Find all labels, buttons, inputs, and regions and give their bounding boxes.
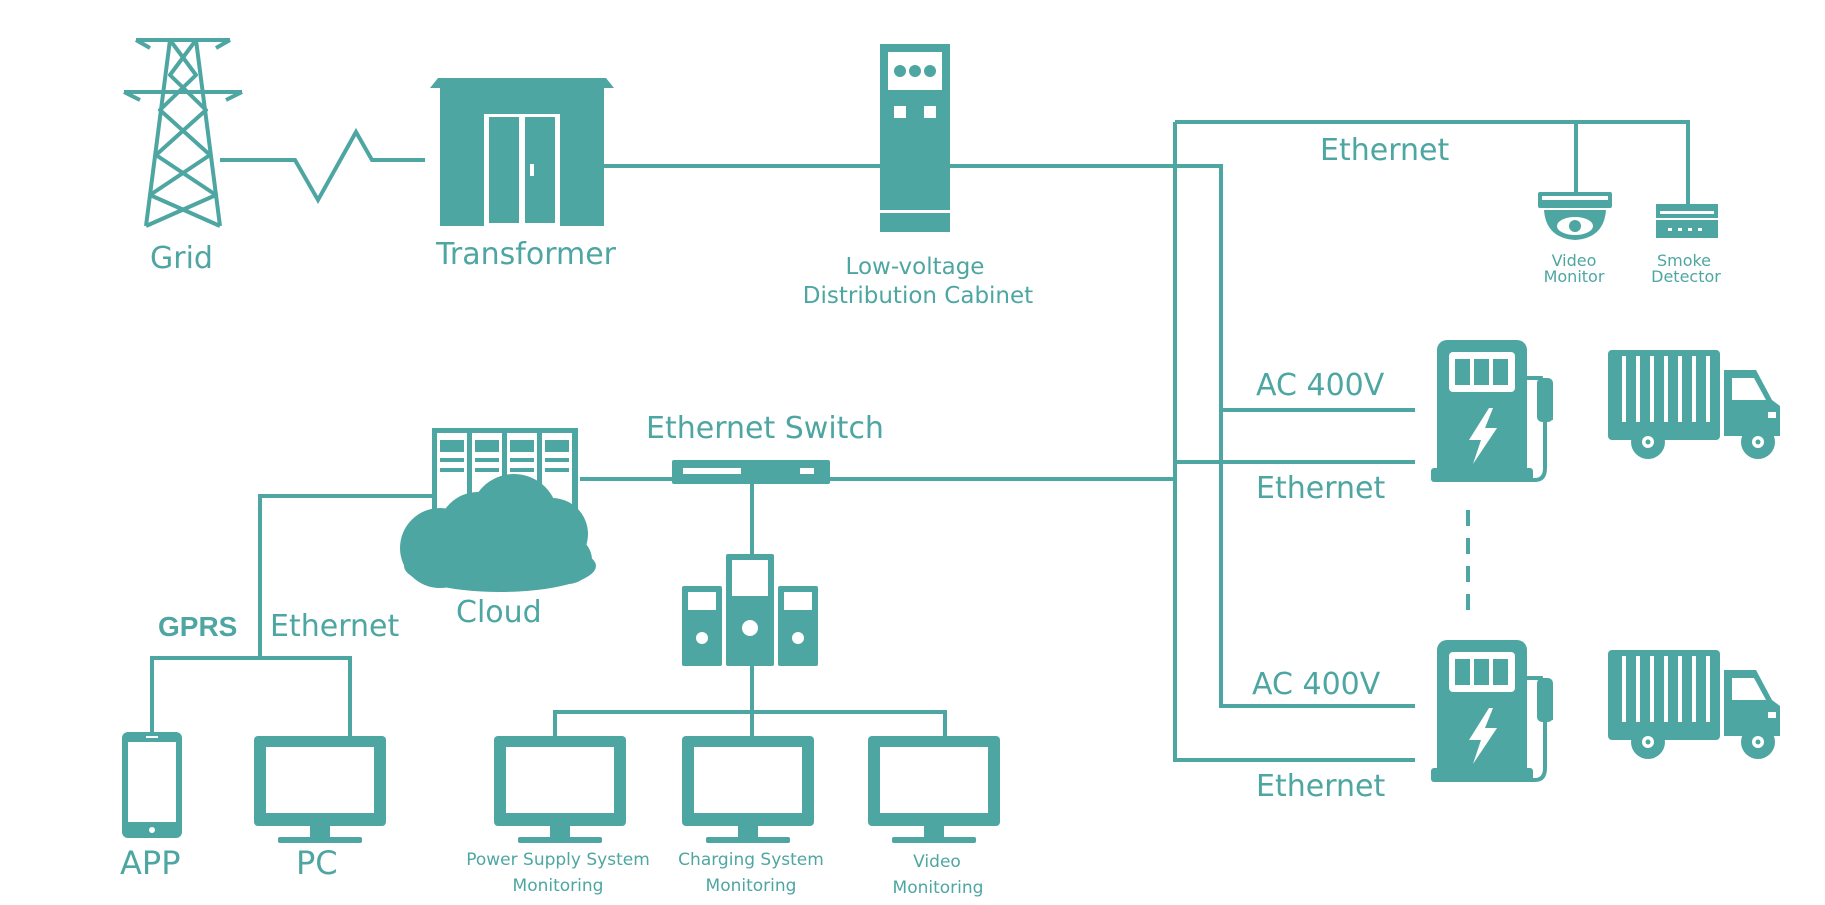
cloud-left-line xyxy=(258,494,432,658)
truck-icon xyxy=(1608,350,1780,459)
cabinet-label-line1: Low-voltage xyxy=(846,254,985,280)
transformer-icon xyxy=(430,78,614,226)
video-monitor-label-line2: Monitor xyxy=(1544,267,1605,286)
network-switch-icon xyxy=(672,460,830,484)
power-supply-label-line2: Monitoring xyxy=(513,876,604,896)
cloud-label: Cloud xyxy=(456,595,542,630)
ethernet-switch-label: Ethernet Switch xyxy=(646,411,884,446)
smoke-detector-label-line1: Smoke xyxy=(1657,251,1711,270)
ethernet-charger-label-2: Ethernet xyxy=(1256,769,1385,804)
video-monitor-label-line1: Video xyxy=(1552,251,1597,270)
monitor-icon xyxy=(254,736,386,843)
transformer-label: Transformer xyxy=(435,237,617,272)
transmission-tower-icon xyxy=(123,38,243,228)
charging-label-line1: Charging System xyxy=(678,850,824,870)
client-branch-line xyxy=(150,656,352,740)
ac-400v-label-1: AC 400V xyxy=(1256,368,1385,403)
video-monitoring-label-line1: Video xyxy=(913,852,961,872)
monitor-icon xyxy=(682,736,814,843)
distribution-cabinet-icon xyxy=(880,44,950,232)
ac-400v-label-2: AC 400V xyxy=(1252,667,1381,702)
charging-label-line2: Monitoring xyxy=(706,876,797,896)
grid-label: Grid xyxy=(150,241,213,276)
monitor-icon xyxy=(868,736,1000,843)
smoke-detector-label-line2: Detector xyxy=(1651,267,1721,286)
smoke-detector-icon xyxy=(1656,204,1718,238)
server-group-icon xyxy=(682,554,818,666)
ethernet-left-label: Ethernet xyxy=(270,609,399,644)
cabinet-label-line2: Distribution Cabinet xyxy=(803,283,1033,309)
monitoring-branch-line xyxy=(553,666,947,742)
ev-charger-icon xyxy=(1429,338,1555,484)
ethernet-top-line xyxy=(1175,120,1690,206)
grid-transformer-line xyxy=(220,127,425,205)
video-monitoring-label-line2: Monitoring xyxy=(893,878,984,898)
ethernet-top-label: Ethernet xyxy=(1320,133,1449,168)
truck-icon xyxy=(1608,650,1780,759)
ev-charger-icon xyxy=(1429,638,1555,784)
app-label: APP xyxy=(120,844,180,882)
ethernet-bus-line xyxy=(1173,122,1415,762)
cabinet-power-line xyxy=(950,164,1415,708)
camera-icon xyxy=(1538,192,1612,240)
gprs-label: GPRS xyxy=(158,611,237,642)
server-cloud-icon xyxy=(400,428,596,592)
pc-label: PC xyxy=(296,844,338,882)
smartphone-icon xyxy=(122,732,182,838)
power-supply-label-line1: Power Supply System xyxy=(466,850,650,870)
monitor-icon xyxy=(494,736,626,843)
ethernet-charger-label-1: Ethernet xyxy=(1256,471,1385,506)
